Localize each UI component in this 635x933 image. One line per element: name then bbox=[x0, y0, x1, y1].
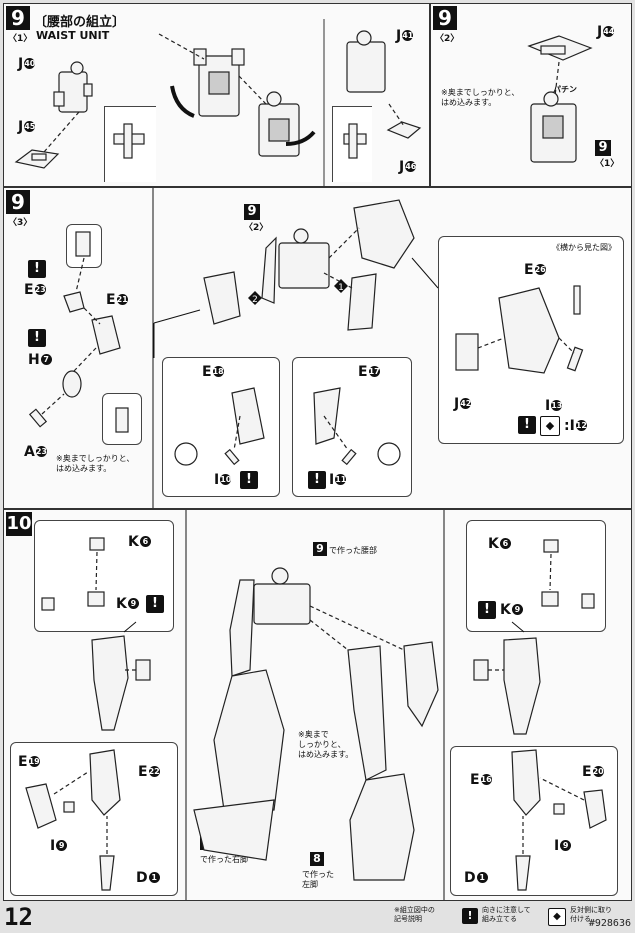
side-view-caption: 《横から見た図》 bbox=[552, 243, 616, 252]
step-number-box: 10 bbox=[6, 512, 32, 536]
part-label-e17: E17 bbox=[358, 364, 380, 380]
substep-label: 〈1〉 bbox=[8, 34, 33, 44]
step-number-box: 9 bbox=[6, 6, 30, 30]
part-label-i11: I11 bbox=[329, 472, 347, 488]
part-label-j44: J44 bbox=[597, 24, 615, 40]
caution-icon: ! bbox=[478, 601, 496, 619]
fit-note: ※奥までしっかりと、 はめ込みます。 bbox=[56, 454, 135, 473]
caution-icon-legend: ! bbox=[462, 908, 478, 924]
opposite-side-icon: ◆ bbox=[540, 416, 560, 436]
ref-substep: 〈2〉 bbox=[244, 223, 269, 233]
opposite-side-icon-legend: ◆ bbox=[548, 908, 566, 926]
caution-icon: ! bbox=[28, 260, 46, 278]
order-marker-1: 1 bbox=[338, 283, 344, 293]
page-number: 12 bbox=[4, 903, 33, 931]
legend-symbols-caption: ※組立図中の 記号説明 bbox=[394, 906, 435, 923]
section-title-en: WAIST UNIT bbox=[36, 29, 110, 42]
part-label-e21: E21 bbox=[106, 292, 128, 308]
step9-2-panel: 9 〈2〉 J44 ※奥までしっかりと、 はめ込みます。 パチン 9 〈1〉 bbox=[430, 3, 632, 187]
part-label-e26: E26 bbox=[524, 262, 546, 278]
caution-icon: ! bbox=[518, 416, 536, 434]
order-marker-2: 2 bbox=[252, 295, 258, 305]
part-label-e19: E19 bbox=[18, 754, 40, 770]
part-label-i10: I10 bbox=[214, 472, 232, 488]
waist-ref-caption: で作った腰部 bbox=[329, 546, 377, 555]
left-leg-caption: で作った 左脚 bbox=[302, 870, 334, 889]
assembly-drawing bbox=[527, 35, 593, 163]
part-label-e16: E16 bbox=[470, 772, 492, 788]
caution-icon: ! bbox=[240, 471, 258, 489]
part-label-i12: :I12 bbox=[564, 418, 587, 434]
fit-note: ※奥までしっかりと、 はめ込みます。 bbox=[441, 88, 520, 107]
part-label-j45: J45 bbox=[18, 119, 36, 135]
watermark: #928636 bbox=[588, 918, 631, 929]
part-label-j46: J46 bbox=[399, 159, 417, 175]
ref-step-box: 9 bbox=[313, 542, 327, 556]
caution-icon: ! bbox=[28, 329, 46, 347]
part-label-j41: J41 bbox=[396, 28, 414, 44]
ref-step-box: 8 bbox=[310, 852, 324, 866]
caution-icon: ! bbox=[308, 471, 326, 489]
legend-opposite-side: 反対側に取り 付ける bbox=[570, 906, 612, 923]
step9-1-panel: 9 〈1〉 〔腰部の組立〕 WAIST UNIT J40 J45 J41 J46 bbox=[3, 3, 430, 187]
step-number-box: 9 bbox=[433, 6, 457, 30]
ref-substep: 〈1〉 bbox=[595, 159, 620, 169]
substep-label: 〈3〉 bbox=[8, 218, 33, 228]
caution-icon: ! bbox=[146, 595, 164, 613]
click-sound: パチン bbox=[553, 85, 577, 94]
part-label-e20: E20 bbox=[582, 764, 604, 780]
part-label-e23: E23 bbox=[24, 282, 46, 298]
part-label-j40: J40 bbox=[18, 56, 36, 72]
ref-step-box: 9 bbox=[244, 204, 260, 220]
right-leg-caption: で作った右脚 bbox=[200, 855, 248, 864]
hip-armor-drawing: 2 1 bbox=[28, 188, 584, 508]
legend-orientation: 向きに注意して 組み立てる bbox=[482, 906, 531, 923]
step-number-box: 9 bbox=[6, 190, 30, 214]
substep-label: 〈2〉 bbox=[435, 34, 460, 44]
part-label-j42: J42 bbox=[454, 396, 472, 412]
leg-assembly-drawing bbox=[25, 510, 607, 900]
ref-step-box: 9 bbox=[595, 140, 611, 156]
section-title-jp: 〔腰部の組立〕 bbox=[34, 15, 126, 30]
part-label-e22: E22 bbox=[138, 764, 160, 780]
part-label-a23: A23 bbox=[24, 444, 47, 460]
fit-note: ※奥まで しっかりと、 はめ込みます。 bbox=[298, 730, 354, 759]
part-label-i13: I13 bbox=[545, 398, 563, 414]
part-label-e18: E18 bbox=[202, 364, 224, 380]
waist-parts-drawing bbox=[14, 19, 422, 186]
